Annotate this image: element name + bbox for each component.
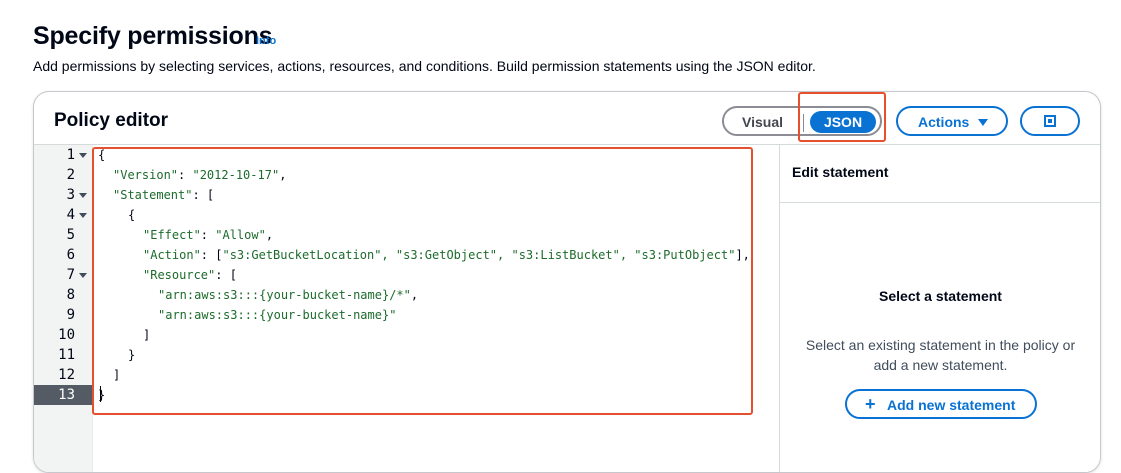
code-punctuation: , [265,228,274,242]
code-line: "Action": ["s3:GetBucketLocation", "s3:G… [143,245,750,265]
add-new-statement-button[interactable]: + Add new statement [845,389,1037,419]
line-number: 2 [34,165,92,185]
line-number-label: 12 [58,367,75,383]
plus-icon: + [865,394,876,414]
fold-arrow-icon[interactable] [79,193,87,198]
select-statement-description-line2: add a new statement. [873,357,1008,373]
code-line: "Version": "2012-10-17", [113,165,286,185]
page-description: Add permissions by selecting services, a… [33,58,816,74]
line-number: 10 [34,325,92,345]
code-line: "arn:aws:s3:::{your-bucket-name}" [158,305,396,325]
page-title: Specify permissions [33,22,273,50]
code-punctuation: ], [735,248,750,262]
code-area[interactable]: {"Version": "2012-10-17","Statement": [{… [94,145,779,472]
line-number: 7 [34,265,92,285]
json-key: "Action" [143,248,201,262]
line-number: 9 [34,305,92,325]
json-mode-highlight-box [798,92,886,142]
fold-arrow-icon[interactable] [79,273,87,278]
actions-dropdown-button[interactable]: Actions [896,106,1008,136]
mode-toggle: Visual JSON [722,106,882,136]
fullscreen-icon [1044,115,1056,127]
line-number: 1 [34,145,92,165]
code-line: ] [143,325,150,345]
edit-statement-panel: Edit statement Select a statement Select… [779,144,1100,472]
code-line: "arn:aws:s3:::{your-bucket-name}/*", [158,285,418,305]
code-punctuation: : [ [192,188,215,202]
fold-arrow-icon[interactable] [79,153,87,158]
code-punctuation: { [98,148,106,162]
json-value: "arn:aws:s3:::{your-bucket-name}" [158,308,397,322]
code-punctuation: { [128,208,136,222]
line-number: 6 [34,245,92,265]
actions-label: Actions [918,114,970,130]
line-number-label: 7 [66,267,75,283]
fullscreen-button[interactable] [1020,106,1080,136]
line-number-label: 1 [66,147,75,163]
code-line: "Effect": "Allow", [143,225,273,245]
caret-down-icon [978,119,988,126]
line-number: 4 [34,205,92,225]
code-punctuation: : [ [200,248,223,262]
code-punctuation: : [200,228,216,242]
code-line: { [98,145,105,165]
code-punctuation: , [410,288,419,302]
code-line: "Resource": [ [143,265,237,285]
info-link[interactable]: Info [256,35,277,47]
text-cursor [100,386,101,402]
json-key: "Resource" [143,268,216,282]
json-value: "arn:aws:s3:::{your-bucket-name}/*" [158,288,411,302]
code-punctuation: : [178,168,193,182]
line-number-label: 6 [66,247,75,263]
line-number-label: 5 [66,227,75,243]
line-number: 11 [34,345,92,365]
json-value: "Allow" [215,228,266,242]
code-punctuation: : [ [215,268,237,282]
line-number-label: 2 [66,167,75,183]
code-punctuation: } [98,388,106,402]
mode-divider [803,114,804,132]
json-key: "Statement" [113,188,193,202]
line-number: 8 [34,285,92,305]
line-number: 13 [34,385,92,405]
edit-statement-title: Edit statement [792,164,889,180]
code-line: "Statement": [ [113,185,214,205]
line-number-label: 10 [58,327,75,343]
code-line: } [128,345,135,365]
code-highlight-box [92,147,753,415]
fold-arrow-icon[interactable] [79,213,87,218]
edit-statement-header: Edit statement [780,145,1100,203]
code-line: { [128,205,135,225]
mode-json-button[interactable]: JSON [810,111,876,133]
line-number-label: 13 [58,387,75,403]
policy-editor-title: Policy editor [54,110,169,131]
code-punctuation: ] [143,328,151,342]
select-statement-description-line1: Select an existing statement in the poli… [805,337,1076,353]
select-statement-description: Select an existing statement in the poli… [780,335,1100,375]
code-line: } [98,385,105,405]
line-number-label: 9 [66,307,75,323]
mode-visual-button[interactable]: Visual [742,114,783,130]
json-key: "Effect" [143,228,201,242]
line-number: 12 [34,365,92,385]
line-number: 5 [34,225,92,245]
line-number-label: 8 [66,287,75,303]
json-value: "2012-10-17" [192,168,280,182]
line-number-label: 11 [58,347,75,363]
line-number-label: 3 [66,187,75,203]
add-new-statement-label: Add new statement [887,397,1016,413]
code-punctuation: } [128,348,136,362]
line-number: 3 [34,185,92,205]
json-value: "s3:GetBucketLocation", "s3:GetObject", … [222,248,736,262]
select-statement-title: Select a statement [879,288,1002,304]
json-key: "Version" [113,168,179,182]
code-punctuation: ] [113,368,121,382]
line-number-label: 4 [66,207,75,223]
code-line: ] [113,365,120,385]
code-punctuation: , [279,168,287,182]
